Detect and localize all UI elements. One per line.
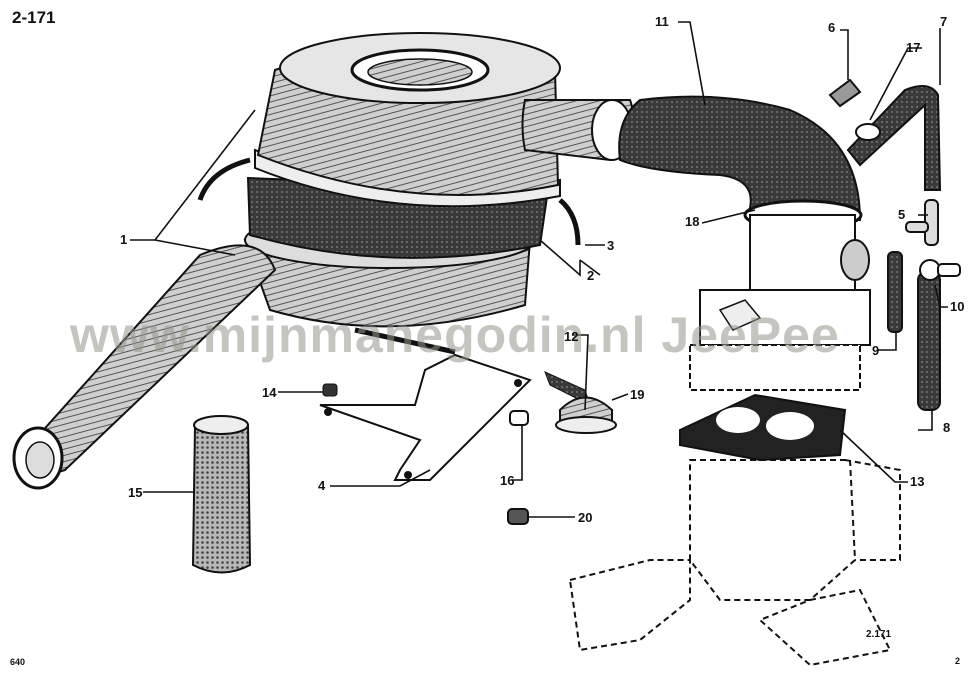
callout-5: 5 xyxy=(898,207,906,222)
callout-9: 9 xyxy=(872,343,880,358)
intake-manifold xyxy=(568,459,901,667)
callout-16: 16 xyxy=(500,473,515,488)
page-reference-top: 2-171 xyxy=(12,8,56,27)
hose-8 xyxy=(917,259,961,411)
gasket xyxy=(679,393,847,462)
callout-12: 12 xyxy=(564,329,579,344)
callout-20: 20 xyxy=(578,510,593,525)
air-duct xyxy=(618,95,863,231)
nut-16 xyxy=(509,410,529,426)
mounting-bracket xyxy=(319,327,532,481)
callout-7: 7 xyxy=(940,14,948,29)
callout-4: 4 xyxy=(318,478,326,493)
page-number-left: 640 xyxy=(10,657,26,667)
nut-14 xyxy=(322,383,338,397)
callout-3: 3 xyxy=(607,238,615,253)
callout-14: 14 xyxy=(262,385,277,400)
vent-hose xyxy=(846,85,942,191)
breather-valve xyxy=(544,371,617,434)
callout-8: 8 xyxy=(943,420,951,435)
carburettor xyxy=(689,214,871,391)
page-number-right: 2 xyxy=(955,656,961,666)
leader-lines xyxy=(130,21,948,518)
air-cleaner xyxy=(12,32,634,490)
callout-2: 2 xyxy=(587,268,595,283)
tube-9 xyxy=(887,251,903,333)
callout-11: 11 xyxy=(655,14,669,29)
callout-10: 10 xyxy=(950,299,965,314)
tee-fitting-5 xyxy=(905,199,939,246)
nut-20 xyxy=(507,508,529,525)
callout-1: 1 xyxy=(120,232,128,247)
sleeve-6 xyxy=(828,78,862,108)
intake-hose xyxy=(191,415,252,574)
watermark-text: www.mijnmanegodin.nl JeePee xyxy=(70,307,840,363)
callout-18: 18 xyxy=(685,214,700,229)
callout-17: 17 xyxy=(906,40,921,55)
callout-6: 6 xyxy=(828,20,836,35)
callout-19: 19 xyxy=(630,387,645,402)
callout-15: 15 xyxy=(128,485,143,500)
callout-13: 13 xyxy=(910,474,925,489)
page-reference-bottom: 2.171 xyxy=(866,629,892,640)
